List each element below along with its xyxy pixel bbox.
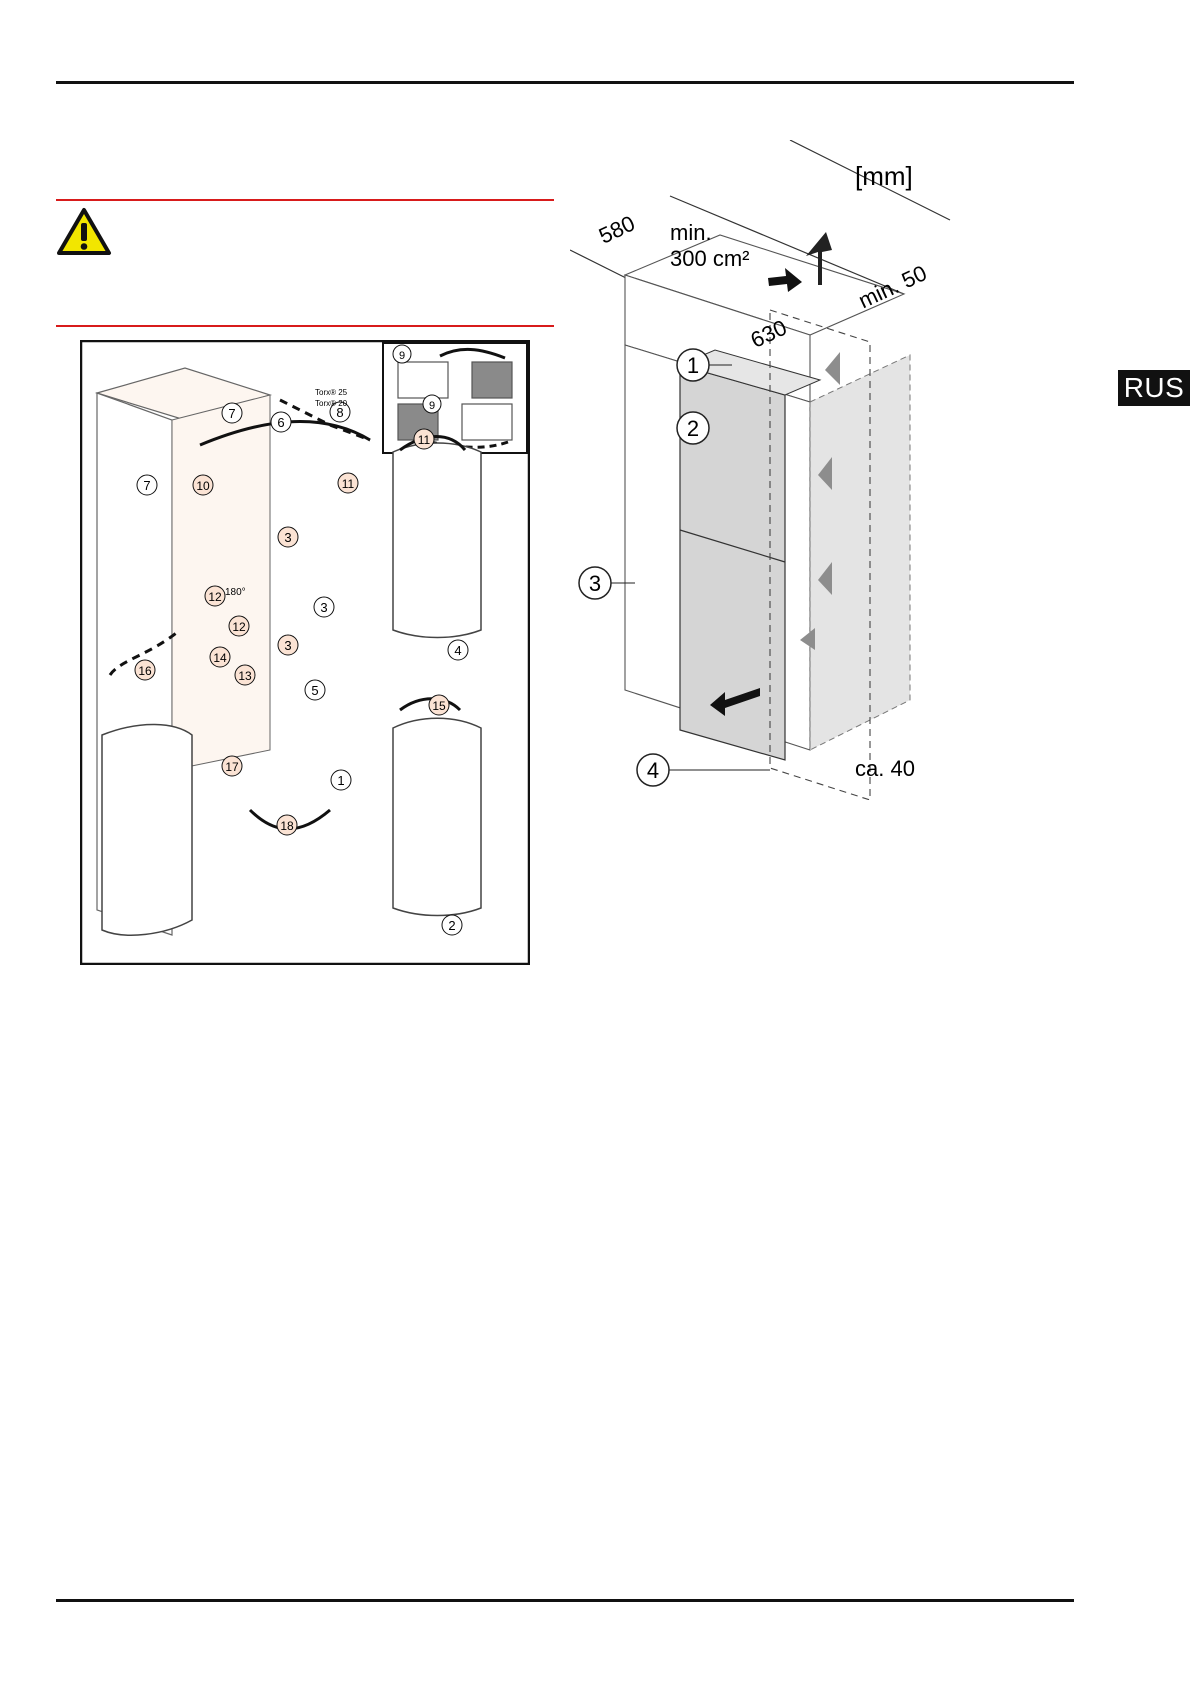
callout-12b: 12 — [228, 615, 250, 637]
vent-label-2: 300 cm² — [670, 246, 749, 271]
unit-label: [mm] — [855, 161, 913, 191]
callout-9a: 9 — [392, 344, 412, 364]
callout-6: 6 — [270, 411, 292, 433]
callout-7b: 7 — [136, 474, 158, 496]
warning-triangle-icon — [57, 208, 111, 255]
callout-2: 2 — [441, 914, 463, 936]
callout-15: 15 — [428, 694, 450, 716]
dim-gap: ca. 40 — [855, 756, 915, 781]
svg-text:4: 4 — [647, 758, 659, 783]
svg-text:18: 18 — [280, 819, 294, 833]
torx-label-1: Torx® 25 — [315, 388, 348, 397]
right-callout-3: 3 — [578, 566, 635, 600]
callout-7a: 7 — [221, 402, 243, 424]
callout-group: 7 7 6 8 9 9 10 11 11 12 12 3 3 3 14 13 1… — [134, 344, 469, 936]
callout-13: 13 — [234, 664, 256, 686]
svg-text:2: 2 — [687, 416, 699, 441]
svg-text:3: 3 — [320, 600, 327, 615]
header-rule — [56, 81, 1074, 84]
svg-text:7: 7 — [143, 478, 150, 493]
svg-text:3: 3 — [589, 571, 601, 596]
warning-top-rule — [56, 199, 554, 201]
installation-dimensions-diagram: [mm] 580 min. 300 cm² 630 min. 50 ca. 40… — [570, 140, 951, 800]
svg-text:15: 15 — [432, 699, 446, 713]
svg-text:9: 9 — [429, 400, 435, 412]
callout-18: 18 — [276, 814, 298, 836]
callout-16: 16 — [134, 659, 156, 681]
airflow-arrows — [800, 352, 840, 650]
svg-text:4: 4 — [454, 643, 461, 658]
callout-1: 1 — [330, 769, 352, 791]
svg-text:6: 6 — [277, 415, 284, 430]
svg-text:10: 10 — [196, 479, 210, 493]
callout-4: 4 — [447, 639, 469, 661]
svg-text:5: 5 — [311, 683, 318, 698]
dim-side: min. 50 — [855, 260, 931, 313]
door-reversal-diagram: 7 7 6 8 9 9 10 11 11 12 12 3 3 3 14 13 1… — [80, 340, 530, 965]
language-badge: RUS — [1118, 370, 1190, 406]
angle-label: 180° — [225, 587, 246, 598]
callout-14: 14 — [209, 646, 231, 668]
callout-10: 10 — [192, 474, 214, 496]
svg-text:12: 12 — [232, 620, 246, 634]
svg-text:3: 3 — [284, 530, 291, 545]
right-callout-4: 4 — [636, 753, 770, 787]
right-callout-2: 2 — [676, 411, 710, 445]
callout-12a: 12 — [204, 585, 226, 607]
right-callout-1: 1 — [676, 348, 732, 382]
callout-3b: 3 — [313, 596, 335, 618]
svg-text:8: 8 — [336, 405, 343, 420]
svg-text:12: 12 — [208, 590, 222, 604]
svg-text:14: 14 — [213, 651, 227, 665]
svg-text:1: 1 — [337, 773, 344, 788]
callout-3c: 3 — [277, 634, 299, 656]
svg-text:9: 9 — [399, 350, 405, 362]
callout-11b: 11 — [413, 428, 435, 450]
svg-text:2: 2 — [448, 918, 455, 933]
warning-bottom-rule — [56, 325, 554, 327]
callout-17: 17 — [221, 755, 243, 777]
dim-depth: 580 — [595, 210, 639, 248]
svg-text:7: 7 — [228, 406, 235, 421]
callout-5: 5 — [304, 679, 326, 701]
svg-text:1: 1 — [687, 353, 699, 378]
footer-rule — [56, 1599, 1074, 1602]
warning-block — [56, 199, 554, 329]
callout-8: 8 — [329, 401, 351, 423]
svg-text:11: 11 — [342, 477, 355, 491]
svg-text:3: 3 — [284, 638, 291, 653]
callout-3a: 3 — [277, 526, 299, 548]
torx-label-2: Torx® 20 — [315, 399, 348, 408]
svg-text:17: 17 — [225, 760, 239, 774]
callout-11a: 11 — [337, 472, 359, 494]
svg-text:11: 11 — [418, 433, 431, 447]
svg-text:13: 13 — [238, 669, 252, 683]
vent-label-1: min. — [670, 220, 712, 245]
svg-text:16: 16 — [138, 664, 152, 678]
callout-9b: 9 — [422, 394, 442, 414]
